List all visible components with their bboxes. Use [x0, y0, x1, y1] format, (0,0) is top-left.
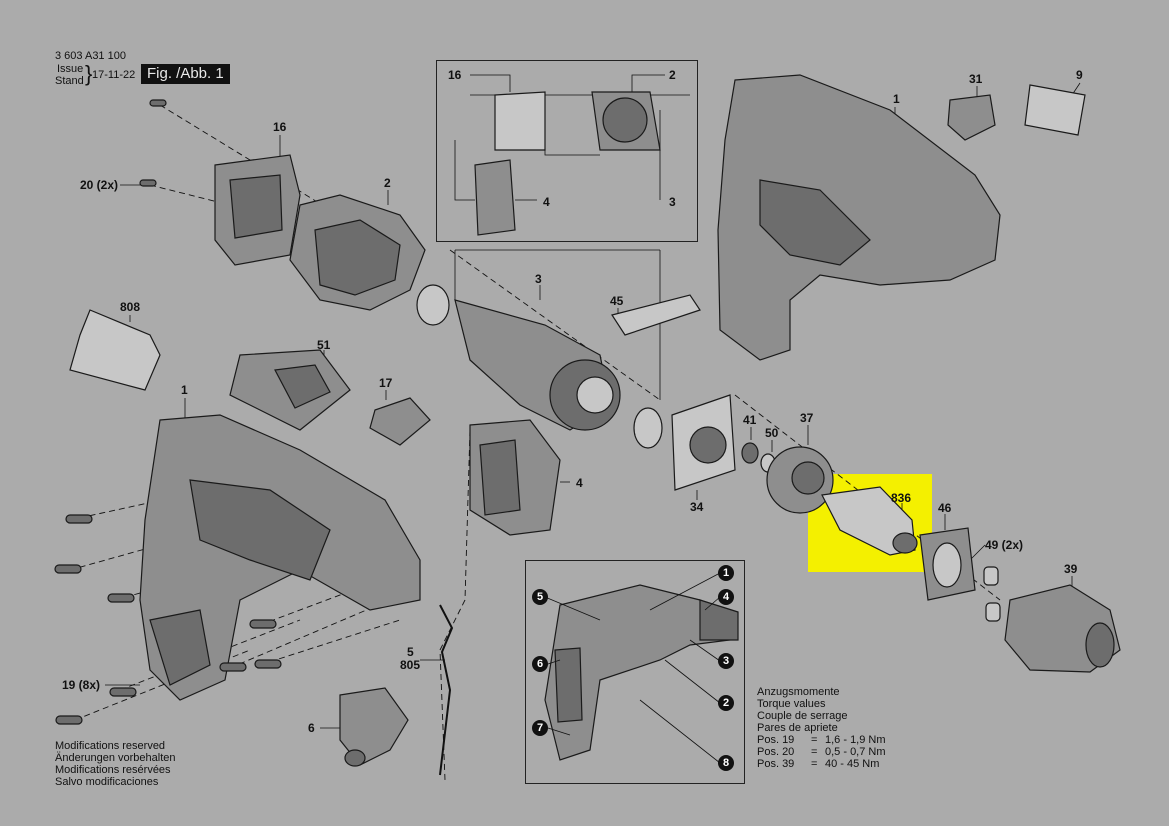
torque-pos: Pos. 19	[757, 734, 795, 746]
label-51: 51	[317, 338, 331, 352]
torque-heading-de: Anzugsmomente	[757, 686, 840, 698]
inset-label-16: 16	[448, 68, 462, 82]
label-46: 46	[938, 501, 952, 515]
label-2: 2	[384, 176, 391, 190]
callout-2: 2	[718, 695, 734, 711]
callout-5: 5	[532, 589, 548, 605]
torque-eq: =	[811, 746, 818, 758]
label-37: 37	[800, 411, 814, 425]
callout-4: 4	[718, 589, 734, 605]
label-19: 19 (8x)	[62, 678, 101, 692]
label-1-right: 1	[893, 92, 900, 106]
label-50: 50	[765, 426, 779, 440]
label-808: 808	[120, 300, 141, 314]
inset-label-2: 2	[669, 68, 676, 82]
inset-motor-wiring	[436, 60, 698, 242]
label-31: 31	[969, 72, 983, 86]
inset-tool-overview	[525, 560, 745, 784]
issue-date: 17-11-22	[92, 69, 136, 81]
inset-label-4: 4	[543, 195, 550, 209]
torque-row: Pos. 20 = 0,5 - 0,7 Nm	[757, 746, 886, 758]
torque-row: Pos. 39 = 40 - 45 Nm	[757, 758, 886, 770]
label-3: 3	[535, 272, 542, 286]
label-1-left: 1	[181, 383, 188, 397]
callout-6: 6	[532, 656, 548, 672]
label-4: 4	[576, 476, 583, 490]
torque-values: Anzugsmomente Torque values Couple de se…	[757, 686, 886, 770]
torque-pos: Pos. 39	[757, 758, 795, 770]
label-805: 805	[400, 658, 421, 672]
modifications-es: Salvo modificaciones	[55, 776, 159, 788]
label-39: 39	[1064, 562, 1078, 576]
torque-value: 0,5 - 0,7 Nm	[825, 746, 886, 758]
modifications-fr: Modifications resérvées	[55, 764, 171, 776]
document-number: 3 603 A31 100	[55, 50, 126, 62]
issue-label: Issue	[57, 63, 84, 75]
torque-pos: Pos. 20	[757, 746, 795, 758]
label-17: 17	[379, 376, 393, 390]
torque-value: 40 - 45 Nm	[825, 758, 880, 770]
label-16: 16	[273, 120, 287, 134]
label-49: 49 (2x)	[985, 538, 1024, 552]
label-41: 41	[743, 413, 757, 427]
torque-row: Pos. 19 = 1,6 - 1,9 Nm	[757, 734, 886, 746]
label-45: 45	[610, 294, 624, 308]
figure-badge: Fig. /Abb. 1	[141, 64, 230, 84]
modifications-en: Modifications reserved	[55, 740, 166, 752]
torque-value: 1,6 - 1,9 Nm	[825, 734, 886, 746]
inset-label-3: 3	[669, 195, 676, 209]
callout-8: 8	[718, 755, 734, 771]
label-20: 20 (2x)	[80, 178, 119, 192]
label-836: 836	[891, 491, 912, 505]
callout-1: 1	[718, 565, 734, 581]
label-6: 6	[308, 721, 315, 735]
modifications-notice: Modifications reserved Änderungen vorbeh…	[55, 740, 175, 788]
torque-eq: =	[811, 734, 818, 746]
label-9: 9	[1076, 68, 1083, 82]
issue-brace: }	[85, 61, 93, 86]
torque-eq: =	[811, 758, 818, 770]
label-34: 34	[690, 500, 704, 514]
modifications-de: Änderungen vorbehalten	[55, 752, 176, 764]
callout-7: 7	[532, 720, 548, 736]
callout-3: 3	[718, 653, 734, 669]
torque-heading-en: Torque values	[757, 698, 826, 710]
stand-label: Stand	[55, 75, 84, 87]
label-5: 5	[407, 645, 414, 659]
torque-heading-es: Pares de apriete	[757, 722, 838, 734]
torque-heading-fr: Couple de serrage	[757, 710, 848, 722]
